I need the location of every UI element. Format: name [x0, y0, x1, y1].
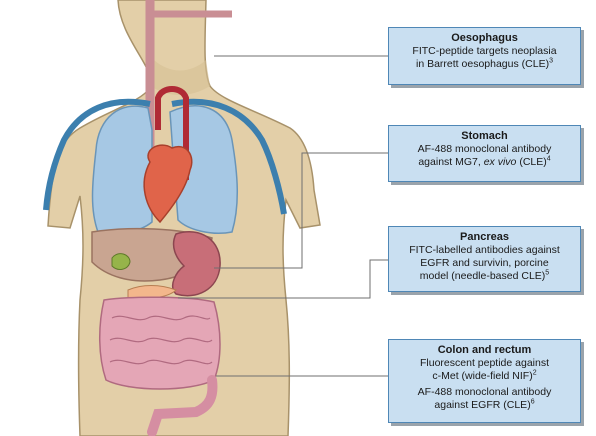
callout-stomach-title: Stomach [461, 130, 508, 142]
callout-oesophagus-title: Oesophagus [451, 32, 518, 44]
neck-shadow [150, 60, 210, 95]
callout-pancreas-line3: model (needle-based CLE)5 [393, 270, 576, 283]
colon [147, 375, 218, 436]
callout-pancreas-line1: FITC-labelled antibodies against [409, 244, 560, 256]
leader-stomach [214, 152, 388, 269]
callout-stomach-line2: against MG7, ex vivo (CLE)4 [393, 156, 576, 169]
callout-colon-rectum: Colon and rectum Fluorescent peptide aga… [388, 339, 581, 423]
callout-colon-line4: against EGFR (CLE)6 [393, 399, 576, 412]
callout-stomach-line2-b: ex vivo [483, 156, 517, 168]
callout-colon-line2-text: c-Met (wide-field NIF) [432, 370, 533, 382]
callout-colon-ref1: 2 [532, 369, 537, 377]
callout-stomach-line1: AF-488 monoclonal antibody [417, 143, 552, 155]
callout-pancreas-line2: EGFR and survivin, porcine [420, 257, 549, 269]
gallbladder [111, 253, 131, 270]
callout-stomach-line2-c: (CLE) [516, 156, 547, 168]
callout-stomach-line2-a: against MG7, [418, 156, 484, 168]
aorta [155, 86, 189, 180]
callout-oesophagus-ref: 3 [549, 57, 553, 65]
callout-pancreas-title: Pancreas [460, 231, 509, 243]
callout-oesophagus-line1: FITC-peptide targets neoplasia [412, 45, 557, 57]
left-arm-vessel [43, 98, 151, 211]
callout-stomach-ref: 4 [546, 155, 551, 163]
callout-pancreas-line3-text: model (needle-based CLE) [419, 270, 546, 282]
small-intestine [99, 296, 221, 390]
callout-colon-ref2: 6 [530, 398, 535, 406]
callout-oesophagus-line2: in Barrett oesophagus (CLE)3 [393, 58, 576, 71]
stomach [172, 231, 221, 297]
intestine-coils [109, 315, 213, 365]
callout-pancreas: Pancreas FITC-labelled antibodies agains… [388, 226, 581, 292]
callout-colon-line2: c-Met (wide-field NIF)2 [393, 370, 576, 383]
callout-colon-title: Colon and rectum [437, 344, 532, 356]
callout-colon-line1: Fluorescent peptide against [420, 357, 549, 369]
callout-oesophagus: Oesophagus FITC-peptide targets neoplasi… [388, 27, 581, 85]
leader-pancreas [178, 259, 388, 299]
callout-colon-line4-text: against EGFR (CLE) [434, 399, 531, 411]
callout-pancreas-ref: 5 [545, 269, 550, 277]
heart [143, 144, 193, 224]
callout-stomach: Stomach AF-488 monoclonal antibody again… [388, 125, 581, 182]
callout-oesophagus-line2-text: in Barrett oesophagus (CLE) [416, 58, 550, 70]
callout-colon-line3: AF-488 monoclonal antibody [417, 386, 552, 398]
right-arm-vessel [171, 98, 287, 215]
